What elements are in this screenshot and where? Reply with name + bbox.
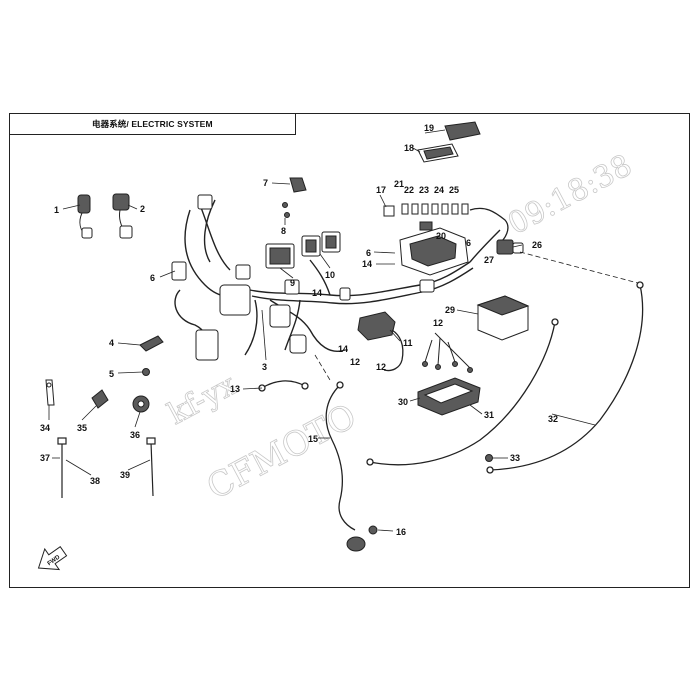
diagram-title: 电器系统/ ELECTRIC SYSTEM [92, 119, 213, 129]
part-17-fuse[interactable] [383, 205, 395, 217]
part-29-battery[interactable] [476, 295, 530, 341]
watermark-timestamp: 09:18:38 [502, 148, 637, 242]
callout-label: 4 [109, 338, 114, 348]
callout-label: 22 [404, 185, 414, 195]
watermark-brand: CFMOTO [200, 396, 363, 508]
callout-label: 1 [54, 205, 59, 215]
drawing-frame [9, 113, 690, 588]
callout-label: 32 [548, 414, 558, 424]
part-1-switch[interactable] [77, 194, 93, 239]
part-19-ecu-cover[interactable] [444, 121, 481, 141]
leader-lines [48, 129, 596, 532]
callout-label: 11 [403, 338, 413, 348]
parts-21-25-fuses[interactable] [401, 203, 469, 215]
callout-label: 34 [40, 423, 50, 433]
part-39-cable-tie[interactable] [146, 437, 156, 497]
part-11-regulator[interactable] [357, 311, 404, 372]
part-7-relay-clip[interactable] [289, 177, 307, 193]
callout-label: 39 [120, 470, 130, 480]
callout-label: 2 [140, 204, 145, 214]
callout-label: 26 [532, 240, 542, 250]
callout-label: 20 [436, 231, 446, 241]
part-8-screws[interactable] [282, 202, 290, 218]
part-5-bolt[interactable] [142, 368, 150, 376]
callout-label: 14 [312, 288, 322, 298]
callout-label: 12 [350, 357, 360, 367]
callout-label: 25 [449, 185, 459, 195]
callout-label: 21 [394, 179, 404, 189]
part-36-horn[interactable] [132, 395, 150, 413]
callout-label: 17 [376, 185, 386, 195]
callout-label: 14 [338, 344, 348, 354]
callout-label: 10 [325, 270, 335, 280]
part-35-connector[interactable] [91, 389, 109, 409]
forward-arrow-icon: FWD [37, 546, 68, 571]
callout-label: 31 [484, 410, 494, 420]
part-15-sensor-cable[interactable] [325, 381, 356, 531]
callout-label: 23 [419, 185, 429, 195]
callout-label: 16 [396, 527, 406, 537]
part-31-battery-cable[interactable] [366, 318, 559, 466]
callout-label: 3 [262, 362, 267, 372]
callout-label: 29 [445, 305, 455, 315]
callout-labels: 1 2 3 4 5 6 6 6 7 8 9 10 11 12 12 12 13 … [40, 123, 558, 537]
part-13-cable[interactable] [258, 380, 309, 392]
callout-label: 14 [362, 259, 372, 269]
callout-label: 35 [77, 423, 87, 433]
title-box [9, 113, 296, 135]
callout-label: 13 [230, 384, 240, 394]
callout-label: 9 [290, 278, 295, 288]
part-30-ecu-bracket[interactable] [417, 377, 481, 416]
part-16-bolt[interactable] [368, 525, 378, 535]
watermark-user: kf-yx [162, 367, 242, 432]
callout-label: 27 [484, 255, 494, 265]
callout-label: 36 [130, 430, 140, 440]
main-wiring-harness[interactable] [174, 199, 501, 356]
part-18-ecu-connector[interactable] [417, 143, 459, 163]
callout-label: 8 [281, 226, 286, 236]
dashed-leader-line [314, 251, 639, 381]
part-9-relay[interactable] [265, 243, 295, 269]
callout-label: 24 [434, 185, 444, 195]
part-15-sensor-plug [346, 536, 366, 552]
part-4-bracket[interactable] [139, 335, 164, 352]
callout-label: 33 [510, 453, 520, 463]
callout-label: 19 [424, 123, 434, 133]
part-12-bolts[interactable] [422, 332, 473, 373]
callout-label: 5 [109, 369, 114, 379]
callout-label: 15 [308, 434, 318, 444]
part-34-strap[interactable] [45, 379, 55, 406]
part-2-switch[interactable] [112, 193, 133, 239]
callout-label: 37 [40, 453, 50, 463]
part-33-bolt[interactable] [485, 454, 493, 462]
part-20-cover[interactable] [419, 221, 433, 231]
callout-label: 6 [150, 273, 155, 283]
part-10-relays[interactable] [301, 231, 341, 257]
callout-label: 6 [366, 248, 371, 258]
part-37-cable-tie[interactable] [57, 437, 67, 498]
callout-label: 12 [376, 362, 386, 372]
callout-label: 38 [90, 476, 100, 486]
callout-label: 7 [263, 178, 268, 188]
callout-label: 12 [433, 318, 443, 328]
callout-label: 6 [466, 238, 471, 248]
fuse-box-housing[interactable] [399, 227, 469, 276]
harness-connectors [171, 194, 435, 361]
callout-label: 30 [398, 397, 408, 407]
callout-label: 18 [404, 143, 414, 153]
part-32-ground-cable[interactable] [486, 281, 644, 474]
